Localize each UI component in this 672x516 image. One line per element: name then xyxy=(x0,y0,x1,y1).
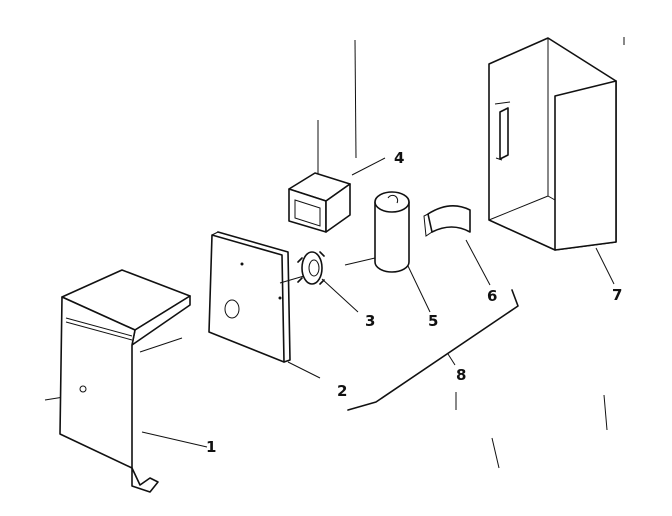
part-8-bracket xyxy=(347,289,519,411)
callout-2: 2 xyxy=(337,382,347,400)
callout-8: 8 xyxy=(456,366,466,384)
part-4-box xyxy=(288,157,386,233)
part-3-switch xyxy=(279,251,359,313)
part-6-strap xyxy=(423,205,491,286)
callout-7: 7 xyxy=(612,286,622,304)
part-2-plate xyxy=(208,231,321,379)
callout-5: 5 xyxy=(428,312,438,330)
callout-labels: 1 2 3 4 5 6 7 8 xyxy=(206,149,622,456)
part-1-cover xyxy=(59,269,208,493)
part-7-housing xyxy=(488,37,617,285)
callout-4: 4 xyxy=(394,149,404,167)
callout-3: 3 xyxy=(365,312,375,330)
callout-6: 6 xyxy=(487,287,497,305)
callout-1: 1 xyxy=(206,438,216,456)
part-5-capacitor xyxy=(344,191,431,313)
scan-artifact-lines xyxy=(44,37,625,469)
